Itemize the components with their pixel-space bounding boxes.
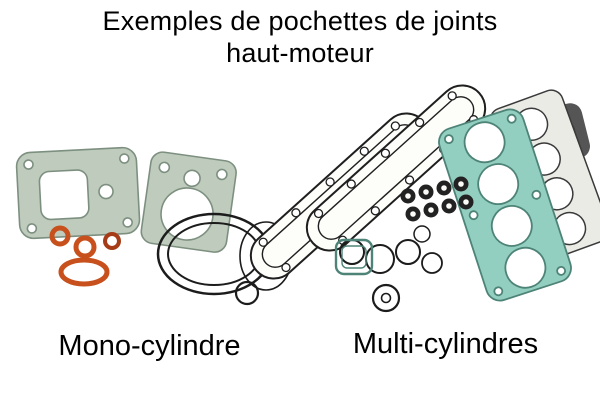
caption-mono-cylindre: Mono-cylindre: [58, 330, 241, 362]
cylinder-head-gasket: [140, 151, 237, 253]
figure-title-line2: haut-moteur: [226, 37, 374, 68]
cylinder-base-gasket: [15, 146, 141, 240]
figure-title-line1: Exemples de pochettes de joints: [102, 6, 498, 36]
figure-title: Exemples de pochettes de joints haut-mot…: [0, 6, 600, 70]
valve-stem-seals: [400, 176, 474, 222]
caption-multi-cylindres: Multi-cylindres: [352, 328, 539, 360]
square-cover-gasket: [334, 238, 374, 276]
multi-cylinder-gasket-set: [249, 84, 600, 313]
orange-o-rings: [49, 225, 121, 287]
multi-cylinder-head-gasket: [438, 108, 572, 302]
mono-cylinder-gasket-set: [15, 146, 293, 306]
sealing-washer: [371, 283, 401, 313]
